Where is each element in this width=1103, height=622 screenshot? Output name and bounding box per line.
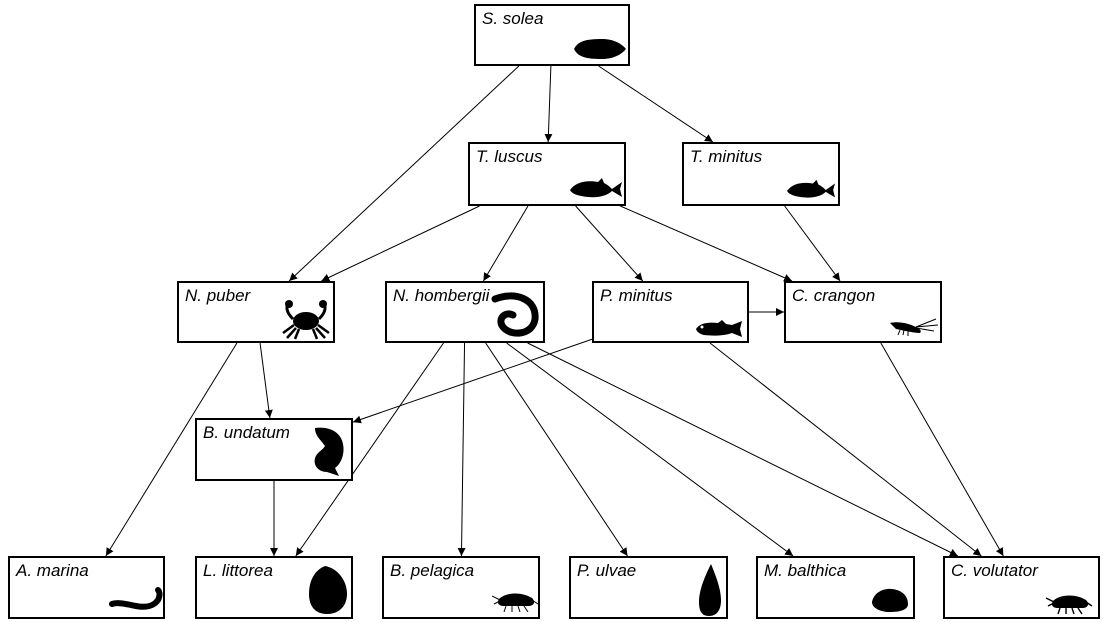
amphipod-icon (1045, 595, 1093, 615)
shrimp-icon (890, 318, 939, 336)
node-label: T. minitus (690, 147, 763, 166)
node-label: B. undatum (203, 423, 290, 442)
node-p-minitus: P. minitus (592, 281, 749, 343)
worm-icon (491, 292, 539, 337)
node-n-puber: N. puber (177, 281, 335, 343)
fish-icon (787, 179, 835, 198)
edge-t_luscus-to-n_puber (321, 205, 480, 282)
mudsnail-icon (699, 564, 721, 616)
edge-n_puber-to-a_marina (105, 342, 238, 557)
edge-t_minitus-to-c_crangon (784, 205, 841, 282)
node-b-pelagica: B. pelagica (382, 556, 540, 619)
node-label: M. balthica (764, 561, 847, 580)
amphipod-icon (492, 593, 539, 613)
edge-n_hombergii-to-m_balthica (506, 342, 794, 557)
edge-s_solea-to-t_luscus (544, 65, 553, 143)
node-s-solea: S. solea (474, 4, 630, 66)
node-label: T. luscus (476, 147, 543, 166)
node-c-crangon: C. crangon (784, 281, 942, 343)
fish-icon (570, 178, 622, 198)
node-a-marina: A. marina (8, 556, 165, 619)
node-label: P. minitus (600, 286, 673, 305)
node-p-ulvae: P. ulvae (569, 556, 728, 619)
edge-t_luscus-to-p_minitus (575, 205, 644, 282)
node-t-minitus: T. minitus (682, 142, 840, 206)
node-label: C. volutator (951, 561, 1038, 580)
periwinkle-icon (309, 566, 347, 614)
edge-n_hombergii-to-l_littorea (295, 342, 444, 557)
goby-icon (696, 320, 742, 337)
edge-p_minitus-to-b_undatum (352, 338, 593, 424)
whelk-icon (314, 427, 344, 476)
node-label: C. crangon (792, 286, 876, 305)
clam-icon (872, 588, 908, 612)
flatfish-icon (574, 39, 626, 59)
node-label: B. pelagica (390, 561, 475, 580)
node-label: L. littorea (203, 561, 273, 580)
edge-t_luscus-to-n_hombergii (482, 205, 529, 282)
lugworm-icon (109, 587, 163, 610)
crab-icon (282, 300, 330, 340)
edge-n_puber-to-b_undatum (259, 342, 273, 419)
node-label: P. ulvae (577, 561, 637, 580)
node-b-undatum: B. undatum (195, 418, 353, 481)
node-label: N. hombergii (393, 286, 490, 305)
edge-s_solea-to-n_puber (288, 65, 520, 282)
node-label: N. puber (185, 286, 251, 305)
edge-p_minitus-to-c_volutator (709, 342, 982, 557)
node-t-luscus: T. luscus (468, 142, 626, 206)
edge-n_hombergii-to-c_volutator (527, 342, 959, 557)
edge-s_solea-to-t_minitus (598, 65, 714, 143)
edge-n_hombergii-to-p_ulvae (485, 342, 628, 557)
node-m-balthica: M. balthica (756, 556, 915, 619)
node-n-hombergii: N. hombergii (385, 281, 545, 343)
edge-c_crangon-to-c_volutator (880, 342, 1004, 557)
edge-t_luscus-to-c_crangon (620, 205, 793, 282)
edge-n_hombergii-to-b_pelagica (457, 342, 466, 557)
node-label: A. marina (16, 561, 89, 580)
node-c-volutator: C. volutator (943, 556, 1100, 619)
node-label: S. solea (482, 9, 544, 28)
node-l-littorea: L. littorea (195, 556, 353, 619)
